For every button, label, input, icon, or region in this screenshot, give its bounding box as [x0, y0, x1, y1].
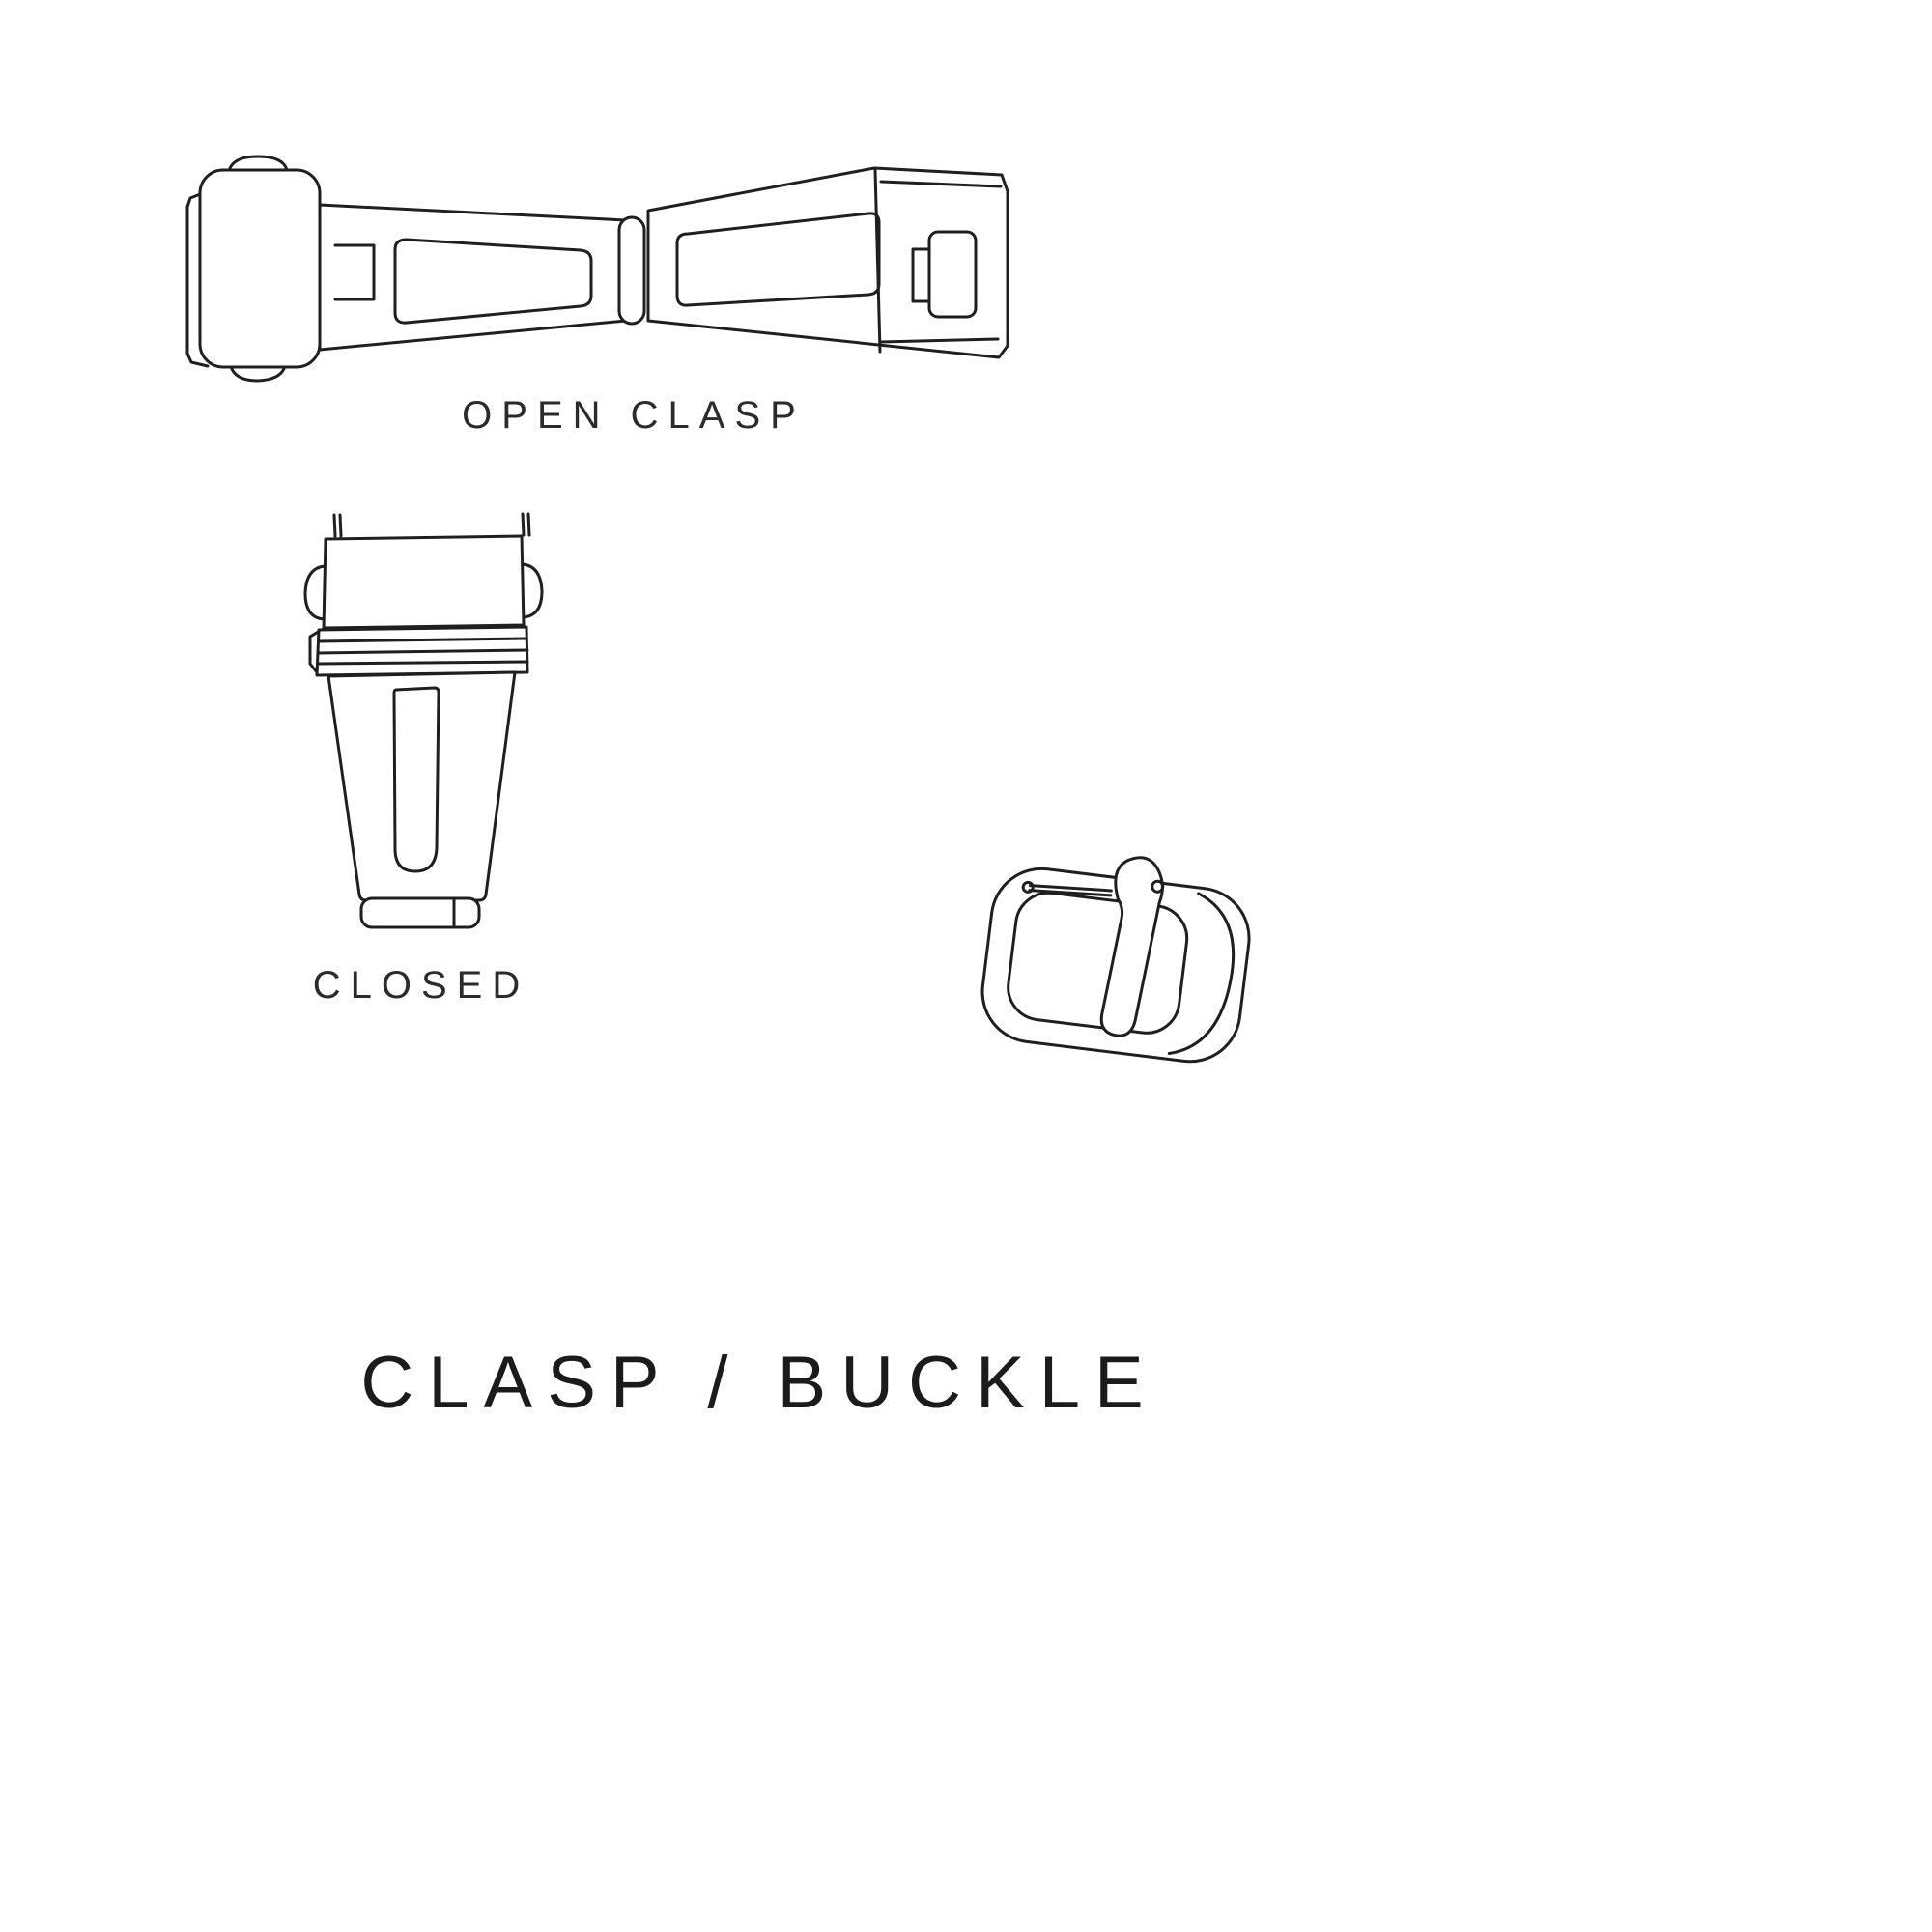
clasp-endcap-bottom-line: [879, 337, 1000, 344]
clasp-notch: [333, 243, 376, 301]
closed-left-tab: [308, 629, 322, 674]
closed-slot: [392, 686, 440, 873]
closed-cover: [322, 534, 526, 630]
clasp-left-fold: [185, 189, 210, 368]
closed-clasp-label: CLOSED: [312, 964, 530, 1007]
open-clasp-label: OPEN CLASP: [462, 394, 806, 437]
buckle-side-thickness: [1167, 892, 1236, 1056]
closed-band-line-3: [316, 660, 529, 666]
buckle-window: [1007, 891, 1189, 1035]
clasp-right-arm: [646, 166, 1009, 359]
closed-clasp-illustration: [303, 512, 544, 929]
closed-band-line-2: [316, 648, 529, 655]
buckle-pin-end: [1021, 880, 1035, 894]
clasp-right-arm-inner: [675, 212, 881, 307]
clasp-left-arm: [318, 203, 628, 352]
open-clasp-illustration: [185, 155, 1009, 383]
clasp-left-arm-inner: [393, 238, 593, 325]
closed-body: [327, 670, 517, 902]
clasp-hinge: [617, 215, 646, 326]
tang-buckle-illustration: [980, 856, 1251, 1064]
clasp-lock-hook: [911, 247, 931, 303]
buckle-tongue: [1099, 856, 1164, 1037]
clasp-bottom-bump: [229, 364, 287, 383]
closed-pusher-right: [521, 562, 544, 619]
clasp-lock-cutout: [927, 230, 978, 319]
clasp-endcap-top-line: [879, 180, 1003, 188]
page-title: CLASP / BUCKLE: [360, 1342, 1158, 1424]
closed-band-line-1: [317, 637, 528, 643]
closed-prong-left: [332, 513, 343, 538]
closed-pusher-left: [303, 564, 327, 621]
buckle-tongue-loop-pin: [1151, 879, 1165, 894]
closed-prong-right: [521, 512, 531, 537]
buckle-pin-line-1: [1028, 884, 1113, 893]
clasp-left-cover: [198, 168, 322, 369]
closed-foot: [359, 896, 481, 929]
clasp-top-bump: [227, 155, 289, 173]
buckle-pin-line-2: [1028, 889, 1113, 897]
